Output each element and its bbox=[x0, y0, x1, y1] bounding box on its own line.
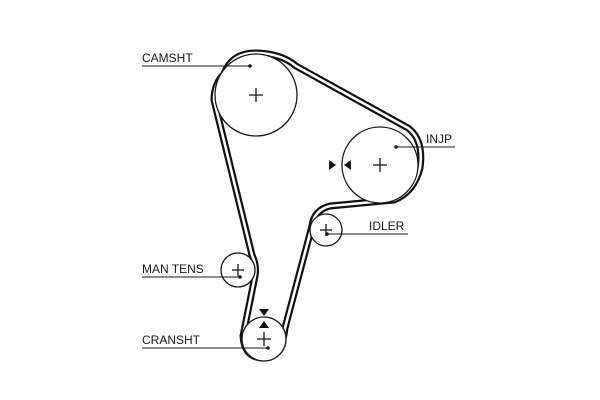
crankshaft-pulley bbox=[241, 316, 287, 362]
manual-tensioner-leader bbox=[142, 275, 242, 279]
injection-pump-label: INJP bbox=[426, 132, 452, 146]
idler-leader bbox=[325, 232, 408, 236]
idler-label: IDLER bbox=[369, 219, 405, 233]
timing-mark-crankshaft bbox=[259, 309, 269, 328]
manual-tensioner-pulley bbox=[220, 252, 256, 288]
injection-pump-leader bbox=[394, 145, 455, 149]
timing-belt bbox=[210, 49, 425, 362]
crankshaft-label: CRANSHT bbox=[142, 333, 201, 347]
camshaft-pulley bbox=[214, 53, 298, 137]
manual-tensioner-label: MAN TENS bbox=[142, 262, 204, 276]
timing-mark-injection-pump bbox=[329, 160, 351, 170]
idler-pulley bbox=[309, 213, 343, 247]
camshaft-label: CAMSHT bbox=[142, 51, 193, 65]
injection-pump-pulley bbox=[341, 126, 419, 204]
camshaft-leader bbox=[142, 64, 252, 68]
crankshaft-leader bbox=[142, 346, 270, 350]
